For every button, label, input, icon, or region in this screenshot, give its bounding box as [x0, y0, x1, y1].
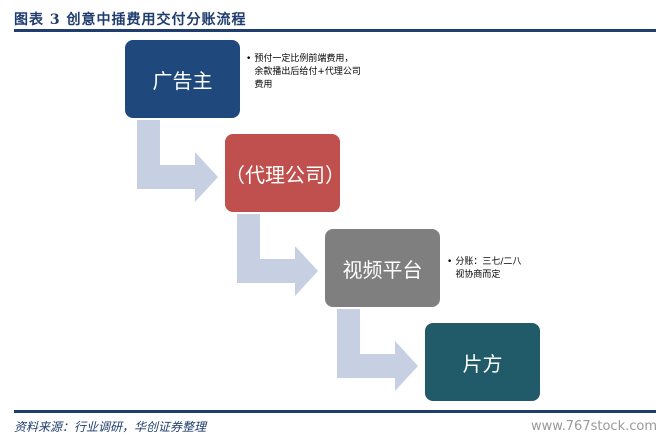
footer-divider [14, 410, 656, 413]
note-platform: • 分账：三七/二八视协商而定 [447, 256, 527, 282]
note-text: 分账：三七/二八视协商而定 [455, 257, 522, 280]
figure-title: 图表 3 创意中插费用交付分账流程 [14, 12, 247, 28]
source-note: 资料来源：行业调研，华创证券整理 [14, 420, 207, 434]
note-advertiser: • 预付一定比例前端费用，余款播出后给付+代理公司费用 [246, 53, 361, 92]
arrow-1 [137, 120, 218, 202]
node-producer: 片方 [425, 323, 540, 401]
arrow-3 [337, 309, 418, 391]
node-video-platform: 视频平台 [325, 229, 440, 307]
title-divider [14, 29, 656, 32]
watermark: www.767stock.com [530, 419, 657, 434]
note-text: 预付一定比例前端费用，余款播出后给付+代理公司费用 [254, 54, 361, 90]
arrow-2 [237, 214, 318, 296]
node-advertiser: 广告主 [125, 40, 240, 118]
bullet: • [447, 257, 453, 267]
node-agency: （代理公司） [225, 134, 345, 212]
bullet: • [246, 54, 252, 64]
